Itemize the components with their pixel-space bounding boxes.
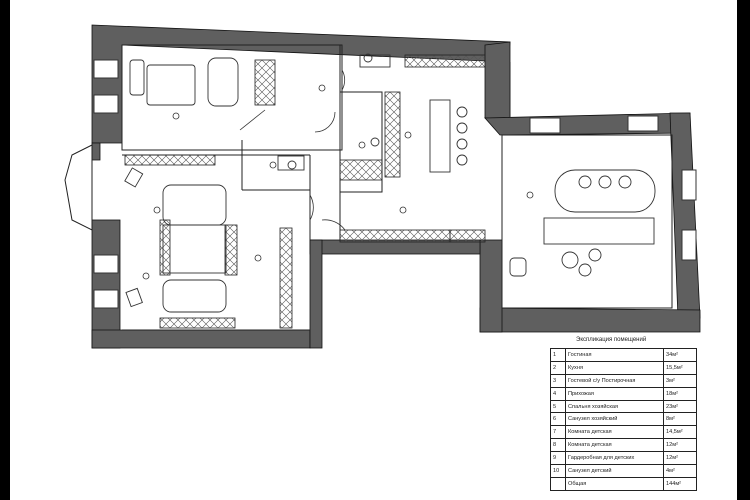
exterior-walls [91,24,701,349]
legend-name: Кухня [565,360,664,375]
legend-num: 6 [550,412,566,427]
legend-area: 23м² [663,399,697,414]
legend-num: 1 [550,348,566,362]
legend-area: 12м² [663,451,697,466]
windows [93,59,697,309]
legend-name: Комната детская [565,438,664,453]
legend-num: 2 [550,360,566,375]
legend-num: 4 [550,386,566,401]
legend-area: 18м² [663,386,697,401]
legend-num: 5 [550,399,566,414]
legend-area: 34м² [663,348,697,362]
bay-window [64,144,93,231]
kids-bed [162,224,227,274]
legend-num: 9 [550,451,566,466]
legend-area: 12м² [663,438,697,453]
legend-area: 8м² [663,412,697,427]
legend-name: Гостевой с/у Постирочная [565,373,664,388]
legend-area: 15,5м² [663,360,697,375]
interior-walls [121,44,673,331]
bathtub [207,57,239,107]
built-in-wardrobes [124,54,486,329]
legend-num: 3 [550,373,566,388]
legend-num: 7 [550,425,566,440]
legend-num: 8 [550,438,566,453]
double-bed [146,64,196,106]
legend-area: 144м² [663,476,697,491]
furniture [124,53,656,313]
legend-name: Спальня хозяйская [565,399,664,414]
legend-area: 14,5м² [663,425,697,440]
dining-table [554,169,656,213]
armchair [509,257,527,277]
legend-name: Гардеробная для детских [565,451,664,466]
room-markers [142,84,534,280]
legend-name: Общая [565,476,664,491]
legend-num: 10 [550,464,566,478]
legend-name: Гостиная [565,348,664,362]
doors [239,69,346,231]
floor-plan [64,24,701,349]
legend-area: 3м² [663,373,697,388]
legend-name: Санузел хозяйский [565,412,664,427]
legend-name: Санузел детский [565,464,664,478]
legend-title: Экспликация помещений [576,337,647,343]
kitchen-island [429,99,451,173]
legend-area: 4м² [663,464,697,478]
legend-name: Комната детская [565,425,664,440]
legend-num [550,476,566,491]
rug [162,184,227,226]
legend-name: Прихожая [565,386,664,401]
sofa [543,217,655,245]
